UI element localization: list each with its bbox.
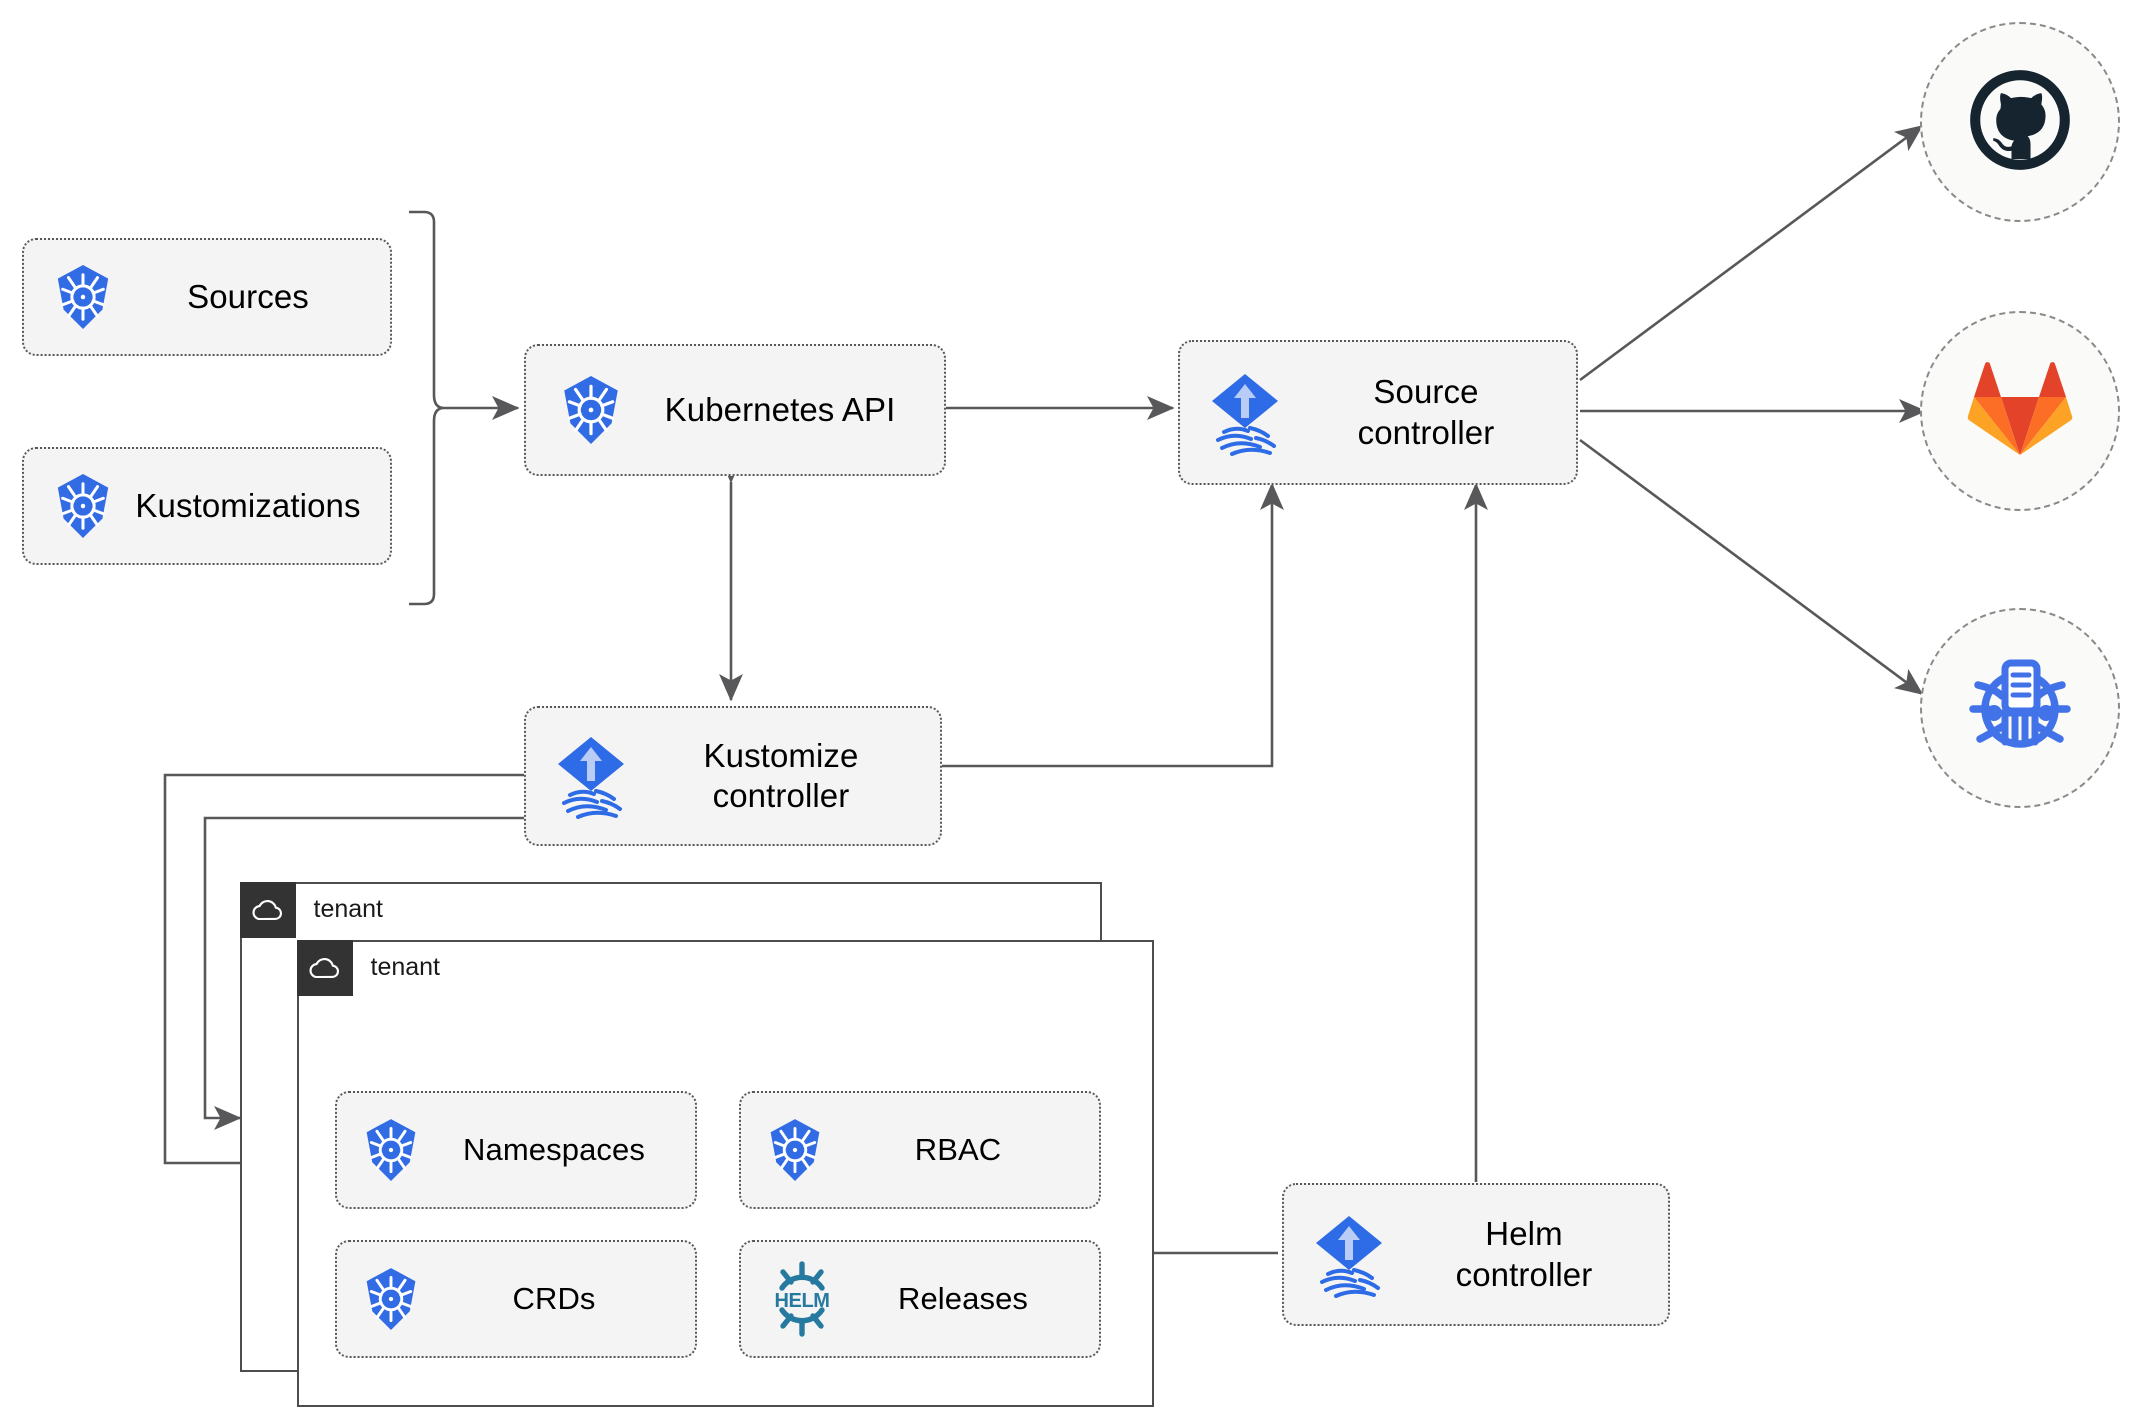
node-kubernetes-api-label: Kubernetes API	[664, 390, 896, 428]
node-kubernetes-api[interactable]: Kubernetes API	[524, 344, 946, 476]
svg-text:HELM: HELM	[774, 1290, 829, 1312]
kubernetes-icon	[361, 1117, 421, 1183]
node-kustomize-controller-label: Kustomize controller	[630, 736, 940, 817]
flux-icon	[1310, 1212, 1388, 1298]
node-crds[interactable]: CRDs	[335, 1240, 697, 1358]
provider-gitlab[interactable]	[1920, 311, 2120, 511]
edge-kustomize-to-source	[942, 482, 1284, 768]
node-namespaces[interactable]: Namespaces	[335, 1091, 697, 1209]
node-source-controller[interactable]: Source controller	[1178, 340, 1578, 485]
source-controller-line1: Source	[1373, 373, 1479, 411]
kustomize-controller-line1: Kustomize	[703, 736, 859, 774]
node-rbac-label: RBAC	[914, 1132, 1002, 1168]
helm-repository-icon	[1961, 647, 2079, 770]
kubernetes-icon	[52, 472, 114, 540]
edge-sources-bracket	[409, 210, 445, 606]
provider-github[interactable]	[1920, 22, 2120, 222]
kustomize-controller-line2: controller	[712, 777, 850, 814]
edge-source-to-helm-repository	[1579, 438, 1924, 696]
tenant-tab-inner[interactable]: tenant	[296, 939, 441, 996]
tenant-tab-inner-label: tenant	[370, 953, 441, 981]
node-helm-controller-label: Helm controller	[1388, 1214, 1668, 1295]
node-rbac[interactable]: RBAC	[739, 1091, 1101, 1209]
node-kustomize-controller[interactable]: Kustomize controller	[524, 706, 942, 846]
node-kustomizations[interactable]: Kustomizations	[22, 447, 392, 565]
node-namespaces-label: Namespaces	[463, 1132, 645, 1168]
source-controller-line2: controller	[1357, 413, 1495, 451]
tenant-tab-outer[interactable]: tenant	[239, 881, 384, 938]
tenant-window-inner[interactable]: tenant	[296, 939, 1154, 1407]
tenant-tab-outer-label: tenant	[313, 895, 384, 923]
node-sources-label: Sources	[187, 277, 309, 315]
edge-source-to-github	[1579, 124, 1924, 382]
cloud-icon	[296, 939, 353, 996]
cloud-icon	[239, 881, 296, 938]
gitlab-icon	[1966, 357, 2074, 466]
helm-controller-line1: Helm	[1485, 1215, 1563, 1253]
flux-icon	[552, 733, 630, 819]
kubernetes-icon	[361, 1266, 421, 1332]
kubernetes-icon	[765, 1117, 825, 1183]
node-helm-controller[interactable]: Helm controller	[1282, 1183, 1670, 1326]
kubernetes-icon	[558, 374, 624, 446]
helm-icon: HELM	[769, 1260, 835, 1338]
node-sources[interactable]: Sources	[22, 238, 392, 356]
node-crds-label: CRDs	[512, 1281, 596, 1317]
helm-controller-line2: controller	[1455, 1255, 1593, 1293]
flux-icon	[1206, 370, 1284, 456]
kubernetes-icon	[52, 263, 114, 331]
node-releases[interactable]: HELM Releases	[739, 1240, 1101, 1358]
node-kustomizations-label: Kustomizations	[135, 486, 361, 524]
github-icon	[1964, 64, 2076, 181]
provider-helm-repository[interactable]	[1920, 608, 2120, 808]
node-source-controller-label: Source controller	[1284, 372, 1576, 453]
node-releases-label: Releases	[897, 1281, 1029, 1317]
